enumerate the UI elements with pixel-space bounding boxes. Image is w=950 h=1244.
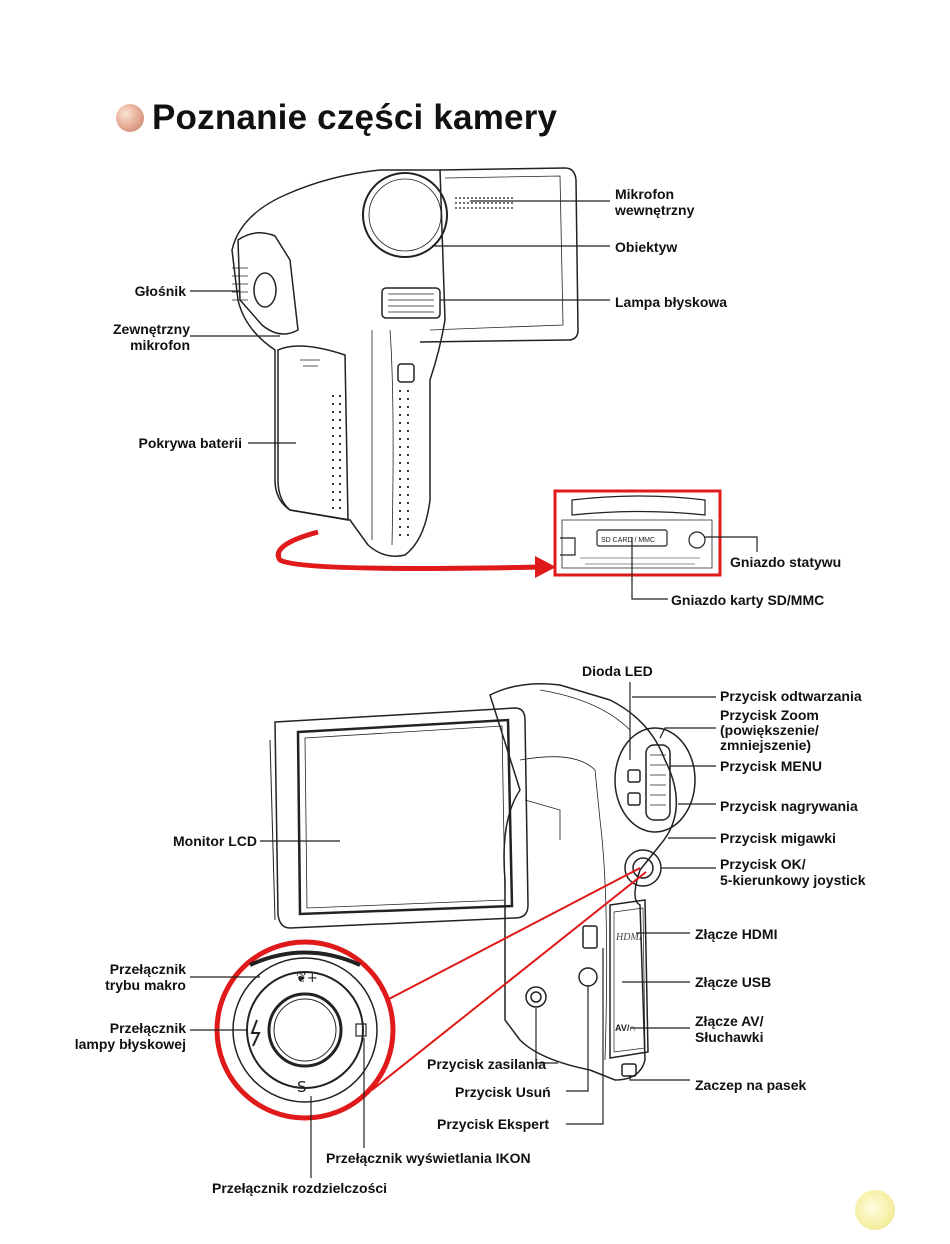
label-menu: Przycisk MENU xyxy=(720,758,822,774)
label-record: Przycisk nagrywania xyxy=(720,798,858,814)
av-port-mark: AV/∩ xyxy=(615,1023,636,1033)
label-lens: Obiektyw xyxy=(615,239,678,255)
label-macro: Przełącznik trybu makro xyxy=(105,961,186,993)
label-flash-lamp: Lampa błyskowa xyxy=(615,294,728,310)
label-mic-external: Zewnętrzny mikrofon xyxy=(112,321,190,353)
label-speaker: Głośnik xyxy=(134,283,186,299)
label-zoom: Przycisk Zoom (powiększenie/ zmniejszeni… xyxy=(720,707,819,753)
label-flash-switch: Przełącznik lampy błyskowej xyxy=(74,1020,186,1052)
label-led: Dioda LED xyxy=(582,663,653,679)
red-arrow xyxy=(275,529,541,571)
title-bullet-icon xyxy=(116,104,144,132)
label-mic-internal: Mikrofon wewnętrzny xyxy=(615,186,695,218)
inset-sd-text: SD CARD / MMC xyxy=(601,537,655,544)
label-expert: Przycisk Ekspert xyxy=(437,1116,550,1132)
page-title: Poznanie części kamery xyxy=(152,98,558,137)
label-icon-display: Przełącznik wyświetlania IKON xyxy=(326,1150,531,1166)
label-lcd: Monitor LCD xyxy=(173,833,257,849)
flash-bolt-icon xyxy=(250,1019,261,1047)
display-icon xyxy=(355,1023,367,1037)
label-strap: Zaczep na pasek xyxy=(695,1077,807,1093)
label-ok-joystick: Przycisk OK/ 5-kierunkowy joystick xyxy=(720,856,866,888)
label-battery-cover: Pokrywa baterii xyxy=(138,435,243,451)
inset-illustration xyxy=(560,495,713,569)
red-arrow-head-icon xyxy=(535,556,556,578)
label-tripod-socket: Gniazdo statywu xyxy=(730,554,842,570)
hdmi-port-mark: HDMI xyxy=(615,932,643,943)
camera-front-illustration xyxy=(231,167,579,557)
macro-mark: ❦+ xyxy=(296,971,318,986)
label-hdmi: Złącze HDMI xyxy=(695,926,778,942)
label-resolution: Przełącznik rozdzielczości xyxy=(212,1180,388,1196)
label-delete: Przycisk Usuń xyxy=(455,1084,551,1100)
resolution-mark: S– xyxy=(297,1078,314,1096)
label-usb: Złącze USB xyxy=(695,974,772,990)
label-shutter: Przycisk migawki xyxy=(720,830,836,846)
page-header: Poznanie części kamery xyxy=(116,98,557,138)
inset-frame xyxy=(553,489,722,577)
label-sd-slot: Gniazdo karty SD/MMC xyxy=(671,592,825,608)
label-playback: Przycisk odtwarzania xyxy=(720,688,862,704)
page-number-dot-icon xyxy=(855,1190,895,1230)
label-power: Przycisk zasilania xyxy=(427,1056,547,1072)
label-av: Złącze AV/ Słuchawki xyxy=(695,1013,764,1045)
